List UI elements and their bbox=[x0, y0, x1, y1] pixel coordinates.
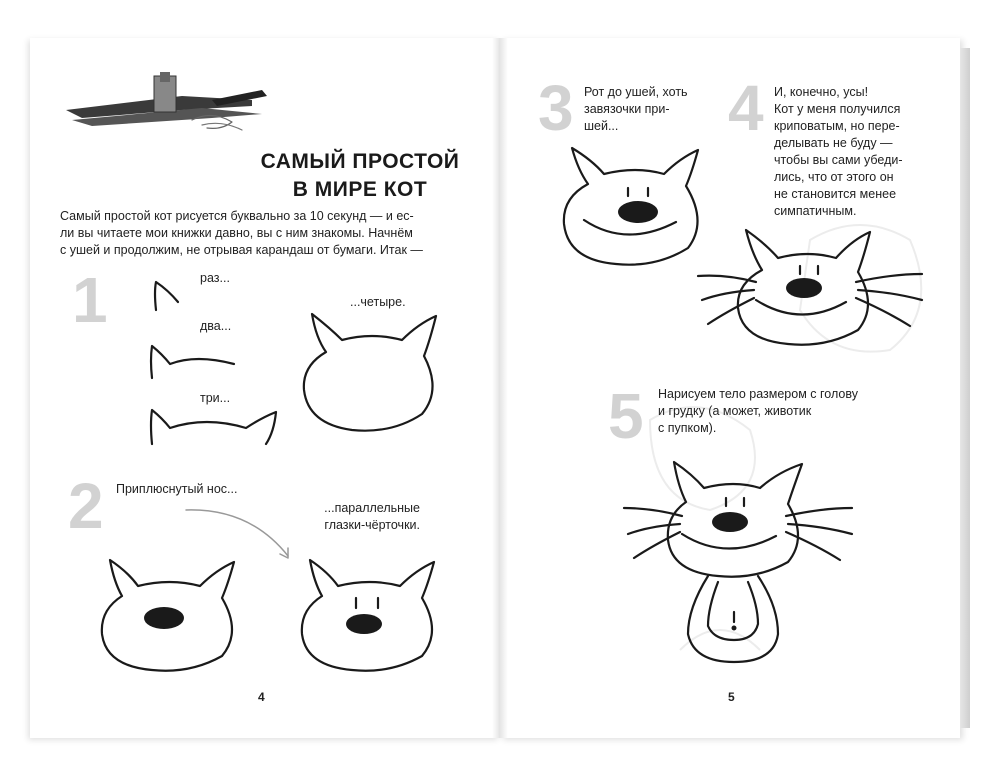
step-4-line-5: чтобы вы сами убеди- bbox=[774, 153, 903, 167]
step-3-line-2: завязочки при- bbox=[584, 102, 670, 116]
step-3-line-1: Рот до ушей, хоть bbox=[584, 85, 688, 99]
cat-with-nose-icon bbox=[100, 558, 236, 672]
page-edge bbox=[960, 48, 970, 728]
step-3-number: 3 bbox=[538, 72, 574, 144]
step-5-number: 5 bbox=[608, 380, 644, 452]
step-5-line-3: с пупком). bbox=[658, 421, 717, 435]
step-5-line-1: Нарисуем тело размером с голову bbox=[658, 387, 858, 401]
page-title: САМЫЙ ПРОСТОЙ В МИРЕ КОТ bbox=[250, 148, 470, 204]
step-4-line-7: не становится менее bbox=[774, 187, 897, 201]
page-number-left: 4 bbox=[258, 690, 265, 704]
step-1-label-tri: три... bbox=[200, 391, 231, 405]
stroke-one-icon bbox=[153, 280, 180, 312]
step-4-line-4: делывать не буду — bbox=[774, 136, 893, 150]
step-4-line-3: криповатым, но пере- bbox=[774, 119, 900, 133]
step-5-text: Нарисуем тело размером с голову и грудку… bbox=[658, 386, 898, 437]
step-1-label-dva: два... bbox=[200, 319, 232, 333]
step-4-text: И, конечно, усы! Кот у меня получился кр… bbox=[774, 84, 934, 220]
step-3-line-3: шей... bbox=[584, 119, 619, 133]
pencils-illustration-icon bbox=[66, 72, 267, 131]
step-2-label-nose: Приплюснутый нос... bbox=[116, 482, 238, 496]
intro-paragraph: Самый простой кот рисуется буквально за … bbox=[60, 208, 480, 259]
step-4-line-8: симпатичным. bbox=[774, 204, 857, 218]
title-line-1: САМЫЙ ПРОСТОЙ bbox=[260, 150, 460, 173]
intro-line-3: с ушей и продолжим, не отрывая карандаш … bbox=[60, 243, 423, 257]
step-1-label-raz: раз... bbox=[200, 271, 230, 285]
step-1-label-chetyre: ...четыре. bbox=[350, 295, 406, 309]
step-2-eyes-line-1: ...параллельные bbox=[324, 501, 420, 515]
intro-line-2: ли вы читаете мои книжки давно, вы с ним… bbox=[60, 226, 413, 240]
right-page bbox=[500, 38, 960, 738]
left-page bbox=[30, 38, 500, 738]
book-spine bbox=[492, 38, 508, 738]
arrow-icon bbox=[185, 509, 289, 559]
cat-with-mouth-icon bbox=[562, 146, 700, 266]
step-4-number: 4 bbox=[728, 72, 764, 144]
step-4-line-2: Кот у меня получился bbox=[774, 102, 901, 116]
intro-line-1: Самый простой кот рисуется буквально за … bbox=[60, 209, 414, 223]
cat-with-eyes-icon bbox=[300, 558, 436, 672]
step-4-line-1: И, конечно, усы! bbox=[774, 85, 869, 99]
stroke-three-icon bbox=[149, 408, 278, 446]
step-2-eyes-line-2: глазки-чёрточки. bbox=[324, 518, 420, 532]
ghost-background-icon bbox=[648, 224, 923, 651]
step-3-text: Рот до ушей, хоть завязочки при- шей... bbox=[584, 84, 714, 135]
step-5-line-2: и грудку (а может, животик bbox=[658, 404, 812, 418]
cat-with-whiskers-icon bbox=[696, 228, 924, 346]
title-line-2: В МИРЕ КОТ bbox=[292, 178, 428, 201]
step-2-label-eyes: ...параллельные глазки-чёрточки. bbox=[324, 500, 420, 534]
page-number-right: 5 bbox=[728, 690, 735, 704]
step-4-line-6: лись, что от этого он bbox=[774, 170, 894, 184]
cat-head-outline-icon bbox=[302, 312, 438, 432]
step-1-number: 1 bbox=[72, 264, 108, 336]
stroke-two-icon bbox=[149, 344, 236, 380]
step-2-number: 2 bbox=[68, 470, 104, 542]
cat-full-body-icon bbox=[622, 460, 854, 664]
